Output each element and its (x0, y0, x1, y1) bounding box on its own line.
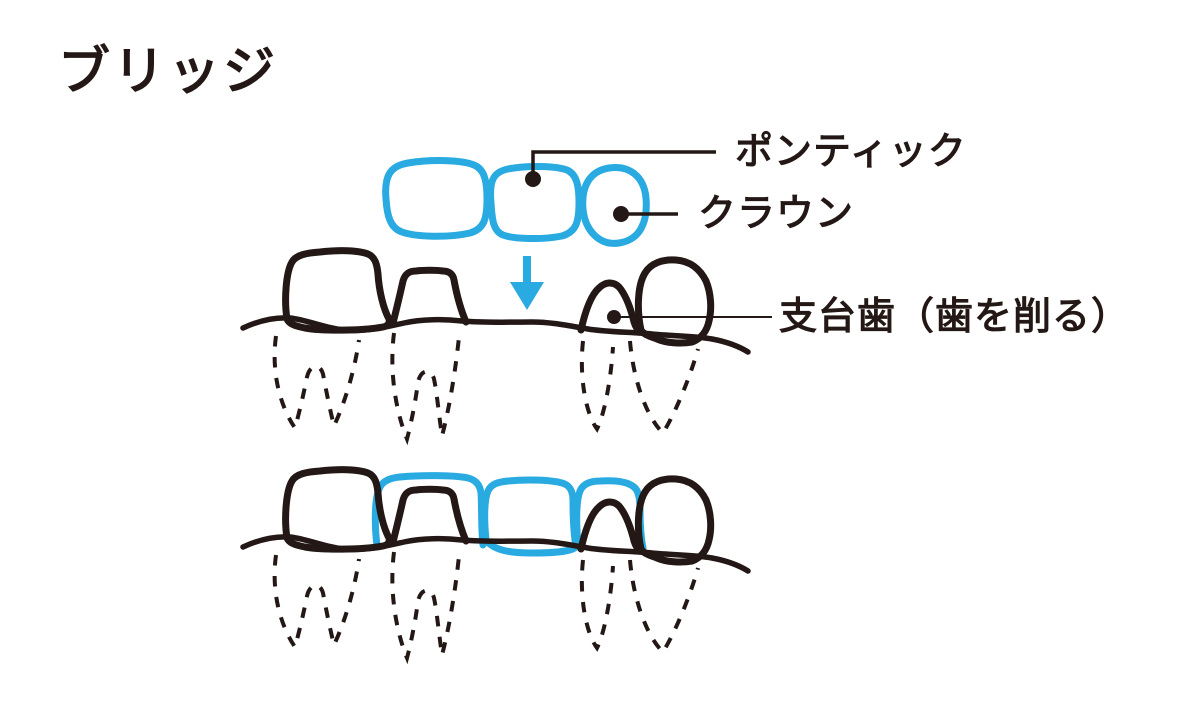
restored-teeth-row (243, 470, 748, 658)
pontic-label: ポンティック (735, 131, 967, 173)
abutment-leader-line (607, 310, 772, 324)
prepared-teeth-row (243, 251, 748, 439)
crown-marker-dot (613, 206, 629, 222)
seated-pontic (481, 476, 580, 557)
crown-label: クラウン (698, 193, 855, 235)
bridge-crown-left (382, 157, 491, 240)
diagram-title: ブリッジ (58, 43, 279, 101)
pontic-marker-dot (525, 171, 541, 187)
pontic-leader-line (525, 150, 716, 187)
abutment-label: 支台歯（歯を削る） (779, 296, 1131, 338)
bridge-pontic-middle (487, 163, 583, 242)
crown-leader-line (613, 206, 678, 222)
bridge-prosthesis (382, 157, 650, 247)
down-arrow-icon (510, 256, 544, 310)
bridge-crown-right (579, 164, 650, 247)
abutment-marker-dot (607, 310, 621, 324)
